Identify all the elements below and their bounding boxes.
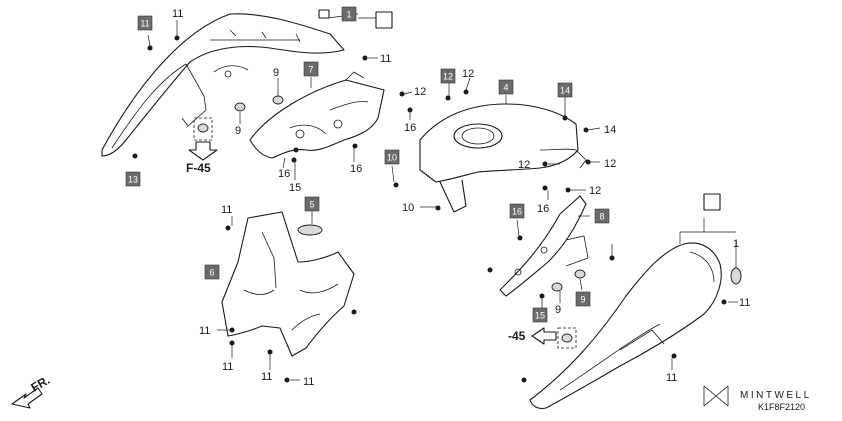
- callout-12: 12: [462, 68, 474, 80]
- callout-11: 11: [221, 204, 232, 216]
- grommet-9c: [574, 269, 586, 279]
- ref-f45: F-45: [186, 161, 211, 175]
- ref-minus45: -45: [508, 329, 526, 343]
- grommet-9a: [234, 102, 246, 112]
- emblem-1: [730, 267, 742, 285]
- label-box-10: 10: [384, 149, 400, 165]
- svg-text:K1F8F2120: K1F8F2120: [758, 402, 805, 412]
- front-cowl-part: [101, 13, 345, 157]
- callout-15: 15: [289, 182, 301, 194]
- label-box-4: 4: [498, 79, 514, 95]
- fasteners: [132, 35, 727, 383]
- callout-16: 16: [278, 168, 290, 180]
- callout-14: 14: [604, 124, 616, 136]
- label-box-13: 13: [125, 171, 141, 187]
- label-box-6: 6: [204, 264, 220, 280]
- callout-11: 11: [303, 376, 314, 388]
- svg-text:9: 9: [580, 295, 585, 305]
- callout-16: 16: [537, 203, 549, 215]
- mintwell-logo: MINTWELL K1F8F2120: [703, 385, 812, 412]
- callout-11: 11: [199, 325, 210, 337]
- svg-text:14: 14: [560, 86, 570, 96]
- tank-cover-part: [419, 103, 587, 213]
- label-box-1-right: [703, 193, 721, 211]
- svg-text:6: 6: [209, 268, 214, 278]
- label-box-1-top: 1: [318, 6, 393, 29]
- callout-12: 12: [518, 159, 530, 171]
- callout-12: 12: [589, 185, 601, 197]
- svg-text:5: 5: [309, 200, 314, 210]
- label-box-9: 9: [575, 291, 591, 307]
- svg-text:4: 4: [503, 83, 508, 93]
- label-box-7: 7: [303, 61, 319, 77]
- clip-detail-2: [531, 327, 577, 349]
- label-box-14: 14: [557, 82, 573, 98]
- grommet-5: [297, 224, 323, 236]
- callout-12: 12: [604, 158, 616, 170]
- callout-11: 11: [380, 53, 391, 65]
- label-box-5: 5: [304, 196, 320, 212]
- label-box-11-top: 11: [137, 15, 153, 31]
- grommet-9d: [551, 282, 563, 292]
- callout-16: 16: [404, 122, 416, 134]
- callout-11: 11: [261, 371, 272, 383]
- inner-panel-part: [249, 71, 385, 159]
- callout-9: 9: [235, 125, 241, 137]
- callout-11: 11: [666, 372, 677, 384]
- callout-12: 12: [414, 86, 426, 98]
- svg-text:8: 8: [599, 212, 604, 222]
- label-box-12: 12: [440, 68, 456, 84]
- callout-16: 16: [350, 163, 362, 175]
- label-box-15: 15: [532, 307, 548, 323]
- lower-inner-panel-part: [221, 211, 355, 357]
- bracket-part: [499, 195, 589, 297]
- front-direction-icon: FR.: [11, 373, 53, 409]
- svg-text:15: 15: [535, 311, 545, 321]
- svg-text:MINTWELL: MINTWELL: [740, 390, 812, 401]
- label-box-8: 8: [594, 208, 610, 224]
- callout-10: 10: [402, 202, 414, 214]
- svg-text:12: 12: [443, 72, 453, 82]
- callout-9: 9: [555, 304, 561, 316]
- callout-11: 11: [172, 8, 183, 20]
- svg-text:16: 16: [512, 207, 522, 217]
- svg-text:FR.: FR.: [29, 373, 53, 395]
- callout-11: 11: [222, 361, 233, 373]
- label-box-16: 16: [509, 203, 525, 219]
- svg-text:13: 13: [128, 175, 138, 185]
- side-cover-part: [529, 242, 722, 410]
- svg-text:10: 10: [387, 153, 397, 163]
- callout-9: 9: [273, 67, 279, 79]
- svg-text:1: 1: [346, 10, 351, 20]
- grommet-9b: [272, 95, 284, 105]
- callout-11: 11: [739, 297, 750, 309]
- callout-1: 1: [733, 238, 739, 250]
- leader-lines: [147, 13, 738, 381]
- clip-detail: [188, 117, 218, 161]
- svg-text:11: 11: [140, 19, 149, 29]
- svg-text:7: 7: [308, 65, 313, 75]
